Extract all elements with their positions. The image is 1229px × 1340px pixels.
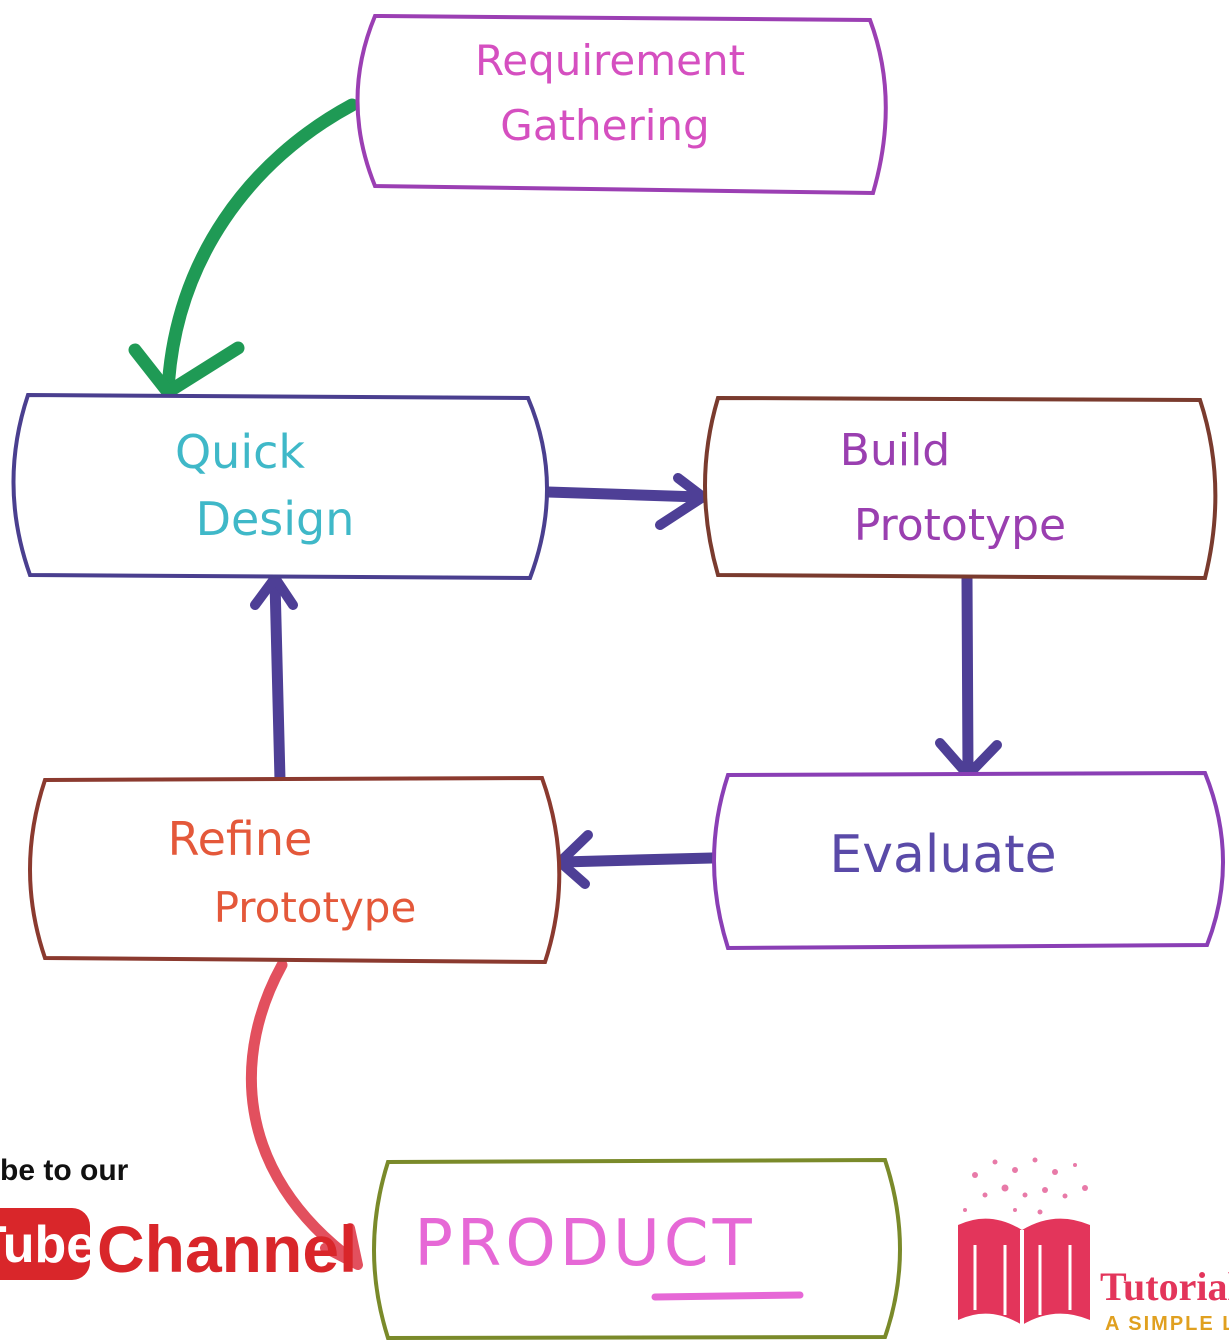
node-box xyxy=(11,392,549,581)
logo-tagline-text: A SIMPLE LE xyxy=(1105,1313,1229,1335)
product-underline xyxy=(651,1291,804,1301)
node-requirement-gathering: Requirement Gathering xyxy=(355,13,888,196)
node-label-line: Refine xyxy=(168,812,313,866)
node-evaluate: Evaluate xyxy=(712,770,1225,951)
node-label-line: Requirement xyxy=(475,36,745,85)
node-label-line: PRODUCT xyxy=(414,1207,755,1281)
node-label-line: Prototype xyxy=(214,883,417,932)
arrow-refine-prototype-to-product xyxy=(245,959,361,1268)
node-box xyxy=(355,13,888,196)
subscribe-text: be to our xyxy=(0,1154,129,1187)
node-label-line: Quick xyxy=(175,425,305,479)
arrow-evaluate-to-refine-prototype xyxy=(556,852,718,868)
node-label-line: Design xyxy=(196,492,355,546)
youtube-subscribe-badge[interactable]: be to our Tube Channel xyxy=(0,1154,357,1286)
node-quick-design: Quick Design xyxy=(11,392,549,581)
node-label-line: Prototype xyxy=(854,500,1066,551)
arrow-requirement-to-quick-design xyxy=(161,98,359,397)
youtube-channel-text: Channel xyxy=(97,1212,357,1286)
arrow-build-prototype-to-evaluate xyxy=(961,571,974,778)
arrow-head-product xyxy=(320,1223,363,1270)
sparkles-icon xyxy=(963,1157,1088,1215)
arrow-head-quick-design-green xyxy=(128,341,245,399)
tutorials-logo: TutorialsS A SIMPLE LE xyxy=(958,1157,1229,1335)
node-label-line: Evaluate xyxy=(829,825,1056,885)
book-pages xyxy=(973,1245,1072,1315)
node-product: PRODUCT xyxy=(372,1157,902,1340)
node-refine-prototype: Refine Prototype xyxy=(28,775,562,965)
node-box xyxy=(703,395,1218,581)
node-box xyxy=(28,775,562,965)
logo-name-text: TutorialsS xyxy=(1100,1264,1229,1309)
arrow-head-build-prototype xyxy=(655,473,708,530)
arrows-layer xyxy=(128,98,1002,1270)
node-box xyxy=(712,770,1225,951)
arrow-quick-design-to-build-prototype xyxy=(542,486,706,503)
node-label-line: Build xyxy=(840,425,950,476)
node-label-line: Gathering xyxy=(500,101,709,150)
youtube-tube-text: Tube xyxy=(0,1216,95,1274)
node-build-prototype: Build Prototype xyxy=(703,395,1218,581)
youtube-logo-icon xyxy=(0,1208,90,1280)
arrow-refine-prototype-to-quick-design xyxy=(269,576,286,786)
nodes-layer: Requirement Gathering Quick Design Build… xyxy=(11,13,1225,1340)
